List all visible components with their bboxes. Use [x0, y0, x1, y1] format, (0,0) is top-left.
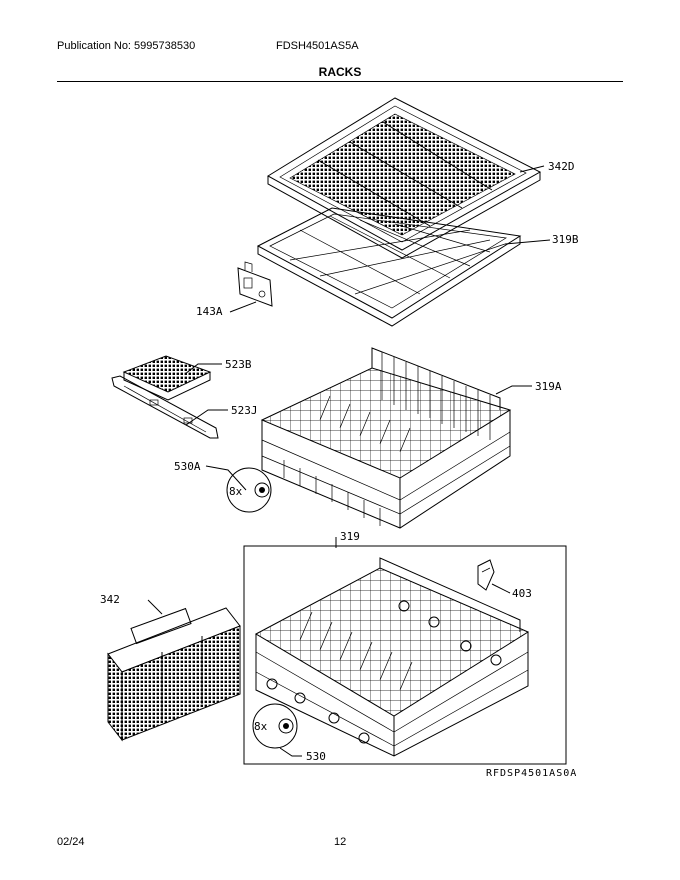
callout-342: 342 [100, 593, 120, 606]
rack-adjuster-143A [237, 261, 273, 307]
upper-rack-319A [260, 347, 512, 529]
lower-rack-box [243, 545, 567, 765]
callout-qty-bottom: 8x [254, 720, 268, 733]
wheel-detail-530A [226, 467, 272, 513]
callout-319: 319 [340, 530, 360, 543]
silverware-basket-342 [107, 607, 241, 742]
callout-403: 403 [512, 587, 532, 600]
callout-qty-top: 8x [229, 485, 243, 498]
footer-date: 02/24 [57, 836, 85, 848]
callout-523J: 523J [231, 404, 258, 417]
diagram-code: RFDSP4501AS0A [486, 768, 577, 779]
rack-frame-319B [256, 207, 522, 327]
callout-319A: 319A [535, 380, 562, 393]
caddy-523B [122, 355, 212, 401]
callout-530A: 530A [174, 460, 201, 473]
caddy-rail-523J [111, 375, 219, 439]
model-number: FDSH4501AS5A [276, 40, 359, 52]
page-number: 12 [334, 836, 347, 848]
callout-143A: 143A [196, 305, 223, 318]
callout-530: 530 [306, 750, 326, 763]
callout-523B: 523B [225, 358, 252, 371]
wheel-detail-530 [252, 703, 298, 749]
header-rule [57, 81, 623, 82]
section-title: RACKS [318, 65, 362, 79]
callout-319B: 319B [552, 233, 579, 246]
callout-342D: 342D [548, 160, 575, 173]
publication-number: Publication No: 5995738530 [57, 40, 196, 52]
rack-clip-403 [477, 559, 495, 591]
leader-lines [147, 165, 551, 757]
cutlery-tray-342D [267, 97, 542, 259]
lower-rack-319 [254, 557, 530, 757]
